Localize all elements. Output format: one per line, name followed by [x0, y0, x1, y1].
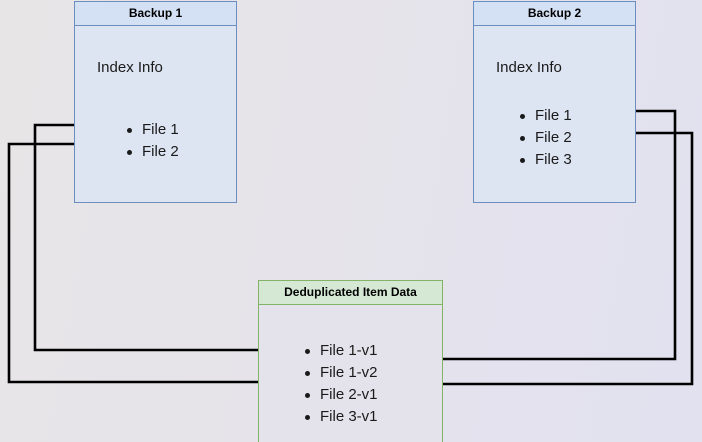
node-backup1-body: Index Info File 1 File 2	[75, 26, 236, 202]
node-dedup-body: File 1-v1 File 1-v2 File 2-v1 File 3-v1	[259, 305, 442, 442]
node-backup1[interactable]: Backup 1 Index Info File 1 File 2	[74, 1, 237, 203]
node-backup2-file-list: File 1 File 2 File 3	[518, 105, 572, 171]
node-deduplicated-item-data[interactable]: Deduplicated Item Data File 1-v1 File 1-…	[258, 280, 443, 442]
list-item[interactable]: File 3	[518, 149, 572, 171]
list-item[interactable]: File 2	[125, 141, 179, 163]
node-backup2[interactable]: Backup 2 Index Info File 1 File 2 File 3	[473, 1, 636, 203]
list-item[interactable]: File 1	[518, 105, 572, 127]
node-backup1-file-list: File 1 File 2	[125, 119, 179, 163]
list-item[interactable]: File 2-v1	[303, 384, 378, 406]
node-backup2-title: Backup 2	[474, 2, 635, 26]
list-item[interactable]: File 1	[125, 119, 179, 141]
node-backup1-section-label: Index Info	[97, 59, 163, 76]
list-item[interactable]: File 3-v1	[303, 406, 378, 428]
list-item[interactable]: File 1-v2	[303, 362, 378, 384]
node-dedup-title: Deduplicated Item Data	[259, 281, 442, 305]
list-item[interactable]: File 2	[518, 127, 572, 149]
list-item[interactable]: File 1-v1	[303, 340, 378, 362]
node-backup2-section-label: Index Info	[496, 59, 562, 76]
node-backup2-body: Index Info File 1 File 2 File 3	[474, 26, 635, 202]
node-backup1-title: Backup 1	[75, 2, 236, 26]
node-dedup-file-list: File 1-v1 File 1-v2 File 2-v1 File 3-v1	[303, 340, 378, 428]
